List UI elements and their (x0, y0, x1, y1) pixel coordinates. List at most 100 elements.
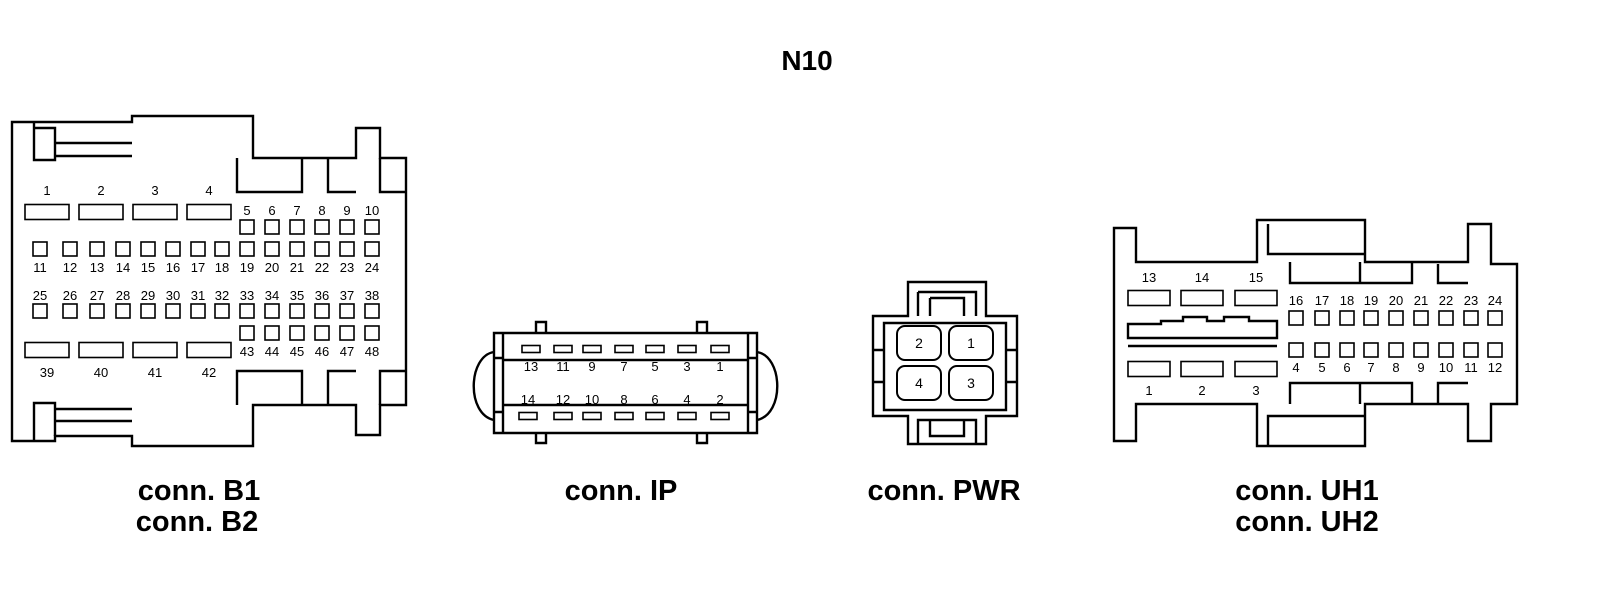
pin-cavity (1127, 360, 1171, 378)
pin-b-18: 18 (214, 241, 230, 275)
pin-b-32: 32 (214, 288, 230, 319)
pin-b-31: 31 (190, 288, 206, 319)
pin-b-17: 17 (190, 241, 206, 275)
pin-cavity (214, 241, 230, 257)
pin-b-44: 44 (264, 325, 280, 359)
pin-cavity (1314, 342, 1330, 358)
pin-b-46: 46 (314, 325, 330, 359)
pin-uh-23: 23 (1463, 293, 1479, 326)
pin-label: 17 (191, 260, 205, 275)
pin-b-2: 2 (78, 183, 124, 221)
pin-label: 10 (585, 392, 599, 407)
pin-label: 11 (556, 359, 570, 374)
pin-label: 48 (365, 344, 379, 359)
pin-label: 20 (1389, 293, 1403, 308)
pin-label: 8 (620, 392, 627, 407)
pin-ip-13: 13 (521, 344, 541, 374)
pin-label: 19 (1364, 293, 1378, 308)
pin-label: 3 (151, 183, 158, 198)
pin-cavity (214, 303, 230, 319)
pin-label: 1 (967, 335, 975, 351)
pin-cavity (948, 325, 994, 361)
pin-label: 4 (683, 392, 690, 407)
pin-label: 5 (1318, 360, 1325, 375)
pin-label: 43 (240, 344, 254, 359)
pin-uh-13: 13 (1127, 270, 1171, 307)
pin-label: 45 (290, 344, 304, 359)
pin-label: 10 (365, 203, 379, 218)
pin-label: 7 (293, 203, 300, 218)
pin-cavity (264, 303, 280, 319)
pin-cavity (1180, 360, 1224, 378)
pin-label: 4 (1292, 360, 1299, 375)
pin-uh-20: 20 (1388, 293, 1404, 326)
pin-cavity (62, 241, 78, 257)
pin-uh-10: 10 (1438, 342, 1454, 375)
pin-cavity (364, 303, 380, 319)
pin-pwr-3: 3 (948, 365, 994, 401)
pin-label: 3 (1252, 383, 1259, 398)
caption-conn-b1: conn. B1 (138, 475, 260, 507)
connector-uh (1112, 218, 1519, 448)
pin-uh-16: 16 (1288, 293, 1304, 326)
pin-uh-1: 1 (1127, 360, 1171, 398)
pin-cavity (264, 219, 280, 235)
pin-cavity (132, 203, 178, 221)
pin-cavity (614, 411, 634, 421)
pin-b-27: 27 (89, 288, 105, 319)
pin-cavity (289, 219, 305, 235)
pin-label: 14 (1195, 270, 1209, 285)
pin-label: 44 (265, 344, 279, 359)
pin-cavity (582, 411, 602, 421)
pin-cavity (32, 241, 48, 257)
pin-label: 22 (315, 260, 329, 275)
pin-label: 20 (265, 260, 279, 275)
pin-b-9: 9 (339, 203, 355, 235)
pin-cavity (289, 303, 305, 319)
pin-label: 33 (240, 288, 254, 303)
pin-label: 8 (318, 203, 325, 218)
pin-cavity (186, 341, 232, 359)
pin-ip-7: 7 (614, 344, 634, 374)
pin-cavity (1487, 342, 1503, 358)
pin-cavity (132, 341, 178, 359)
pin-label: 9 (343, 203, 350, 218)
pin-uh-9: 9 (1413, 342, 1429, 375)
pin-cavity (521, 344, 541, 354)
pin-label: 16 (166, 260, 180, 275)
pin-label: 1 (716, 359, 723, 374)
pin-cavity (289, 241, 305, 257)
pin-cavity (140, 303, 156, 319)
caption-conn-uh1: conn. UH1 (1235, 475, 1378, 507)
pin-cavity (339, 219, 355, 235)
pin-label: 25 (33, 288, 47, 303)
pin-ip-8: 8 (614, 392, 634, 421)
pin-cavity (1388, 342, 1404, 358)
pin-cavity (89, 241, 105, 257)
pin-cavity (264, 325, 280, 341)
pin-b-45: 45 (289, 325, 305, 359)
pin-b-40: 40 (78, 341, 124, 380)
pin-cavity (165, 241, 181, 257)
pin-uh-21: 21 (1413, 293, 1429, 326)
pin-ip-3: 3 (677, 344, 697, 374)
pin-cavity (190, 303, 206, 319)
pin-label: 6 (1343, 360, 1350, 375)
pin-cavity (165, 303, 181, 319)
pin-cavity (339, 325, 355, 341)
pin-label: 42 (202, 365, 216, 380)
pin-cavity (264, 241, 280, 257)
pin-b-36: 36 (314, 288, 330, 319)
caption-conn-uh2: conn. UH2 (1235, 506, 1378, 538)
pin-uh-2: 2 (1180, 360, 1224, 398)
caption-conn-b2: conn. B2 (136, 506, 258, 538)
pin-pwr-2: 2 (896, 325, 942, 361)
pin-cavity (239, 325, 255, 341)
pin-b-15: 15 (140, 241, 156, 275)
pin-cavity (186, 203, 232, 221)
pin-cavity (1487, 310, 1503, 326)
pin-cavity (364, 219, 380, 235)
pin-label: 46 (315, 344, 329, 359)
pin-b-37: 37 (339, 288, 355, 319)
pin-label: 11 (1464, 360, 1478, 375)
